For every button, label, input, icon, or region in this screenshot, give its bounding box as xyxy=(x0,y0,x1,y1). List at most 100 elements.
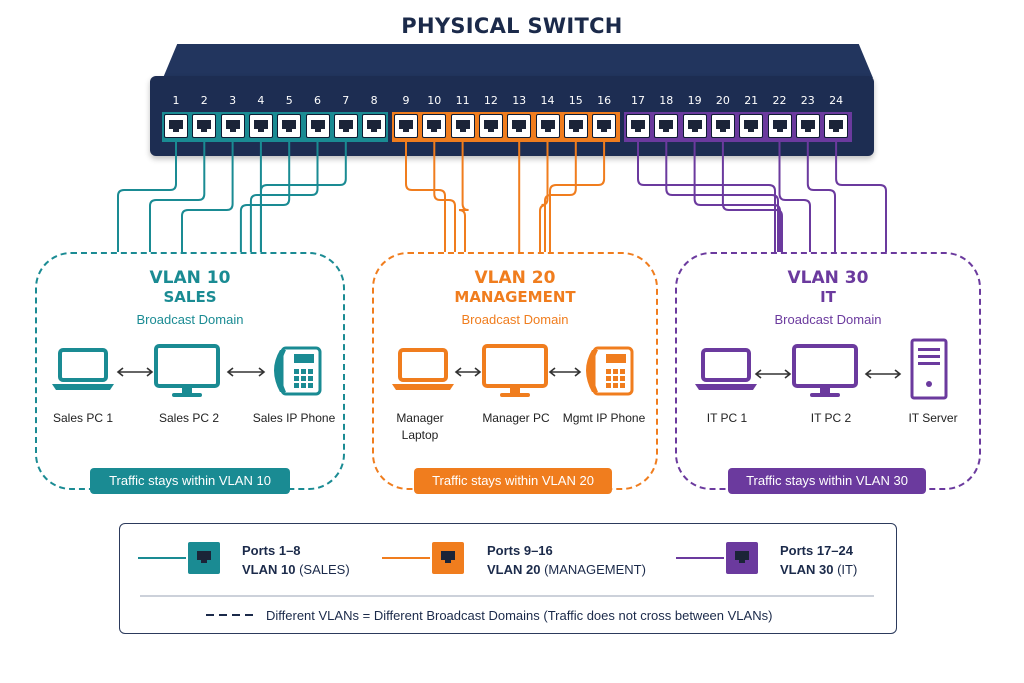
laptop-base xyxy=(392,384,454,390)
port-number: 17 xyxy=(631,94,645,107)
double-arrow-icon xyxy=(548,367,582,377)
legend-ports: Ports 1–8 xyxy=(242,543,301,558)
phone-key xyxy=(308,383,313,388)
cable-line xyxy=(721,142,783,252)
legend-item-management: Ports 9–16 VLAN 20 (MANAGEMENT) xyxy=(487,541,646,579)
port-number: 14 xyxy=(540,94,555,107)
server-slot xyxy=(918,355,940,358)
switch-top-panel xyxy=(163,44,873,78)
double-arrow-icon xyxy=(864,369,902,379)
server-led xyxy=(926,381,932,387)
cable-line xyxy=(539,142,549,252)
legend-desc: (IT) xyxy=(837,562,858,577)
vlan-30-banner: Traffic stays within VLAN 30 xyxy=(728,468,926,494)
ethernet-port-icon xyxy=(192,114,217,138)
double-arrow-icon xyxy=(116,367,154,377)
phone-display xyxy=(294,354,314,363)
cable-line xyxy=(835,142,887,252)
monitor-stand xyxy=(182,386,192,394)
ethernet-port-icon xyxy=(654,114,679,138)
legend-item-it: Ports 17–24 VLAN 30 (IT) xyxy=(780,541,857,579)
ethernet-port-icon xyxy=(592,114,617,138)
vlan-10-id: VLAN 10 xyxy=(149,268,231,288)
legend-desc: (SALES) xyxy=(299,562,350,577)
ethernet-port-icon xyxy=(305,114,330,138)
device-label: Manager PC xyxy=(482,411,550,425)
laptop-icon xyxy=(701,348,751,382)
phone-key xyxy=(620,369,625,374)
phone-key xyxy=(613,383,618,388)
port-number: 3 xyxy=(229,94,237,107)
ethernet-port-icon xyxy=(563,114,588,138)
ethernet-port-icon xyxy=(710,114,735,138)
device-label: IT Server xyxy=(908,411,958,425)
legend-port-jack xyxy=(735,551,749,560)
cable-line xyxy=(458,142,469,252)
cable-line xyxy=(117,142,177,252)
cable-line xyxy=(239,142,291,252)
legend-footer: Different VLANs = Different Broadcast Do… xyxy=(266,606,772,625)
vlan-30-domain-label: Broadcast Domain xyxy=(774,312,882,327)
phone-key xyxy=(606,376,611,381)
server-slot xyxy=(918,348,940,351)
ethernet-port-icon xyxy=(422,114,447,138)
port-number: 15 xyxy=(568,94,583,107)
legend-desc: (MANAGEMENT) xyxy=(544,562,646,577)
cable-line xyxy=(249,142,319,252)
phone-key xyxy=(613,369,618,374)
monitor-stand xyxy=(820,386,830,394)
phone-handset xyxy=(586,350,598,392)
port-number: 10 xyxy=(427,94,442,107)
vlan-30-name: IT xyxy=(820,288,836,306)
cable-line xyxy=(693,142,781,252)
legend-port-jack xyxy=(445,559,451,563)
phone-handset xyxy=(274,350,286,392)
phone-key xyxy=(308,369,313,374)
vlan-10-name: SALES xyxy=(163,288,217,306)
port-number: 24 xyxy=(829,94,844,107)
ethernet-port-icon xyxy=(507,114,532,138)
vlan-20-banner: Traffic stays within VLAN 20 xyxy=(414,468,612,494)
cable-line xyxy=(433,142,456,252)
port-number: 8 xyxy=(370,94,378,107)
port-number: 13 xyxy=(512,94,527,107)
ethernet-port-icon xyxy=(739,114,764,138)
ethernet-port-icon xyxy=(795,114,820,138)
ethernet-port-icon xyxy=(164,114,188,138)
ethernet-port-icon xyxy=(220,114,245,138)
server-icon xyxy=(910,338,948,400)
legend-vlan: VLAN 10 xyxy=(242,562,296,577)
phone-display xyxy=(606,354,626,363)
ethernet-port-icon xyxy=(535,114,560,138)
cable-line xyxy=(405,142,446,252)
laptop-base xyxy=(52,384,114,390)
port-number: 5 xyxy=(285,94,293,107)
cable-line xyxy=(544,142,577,252)
port-number: 4 xyxy=(257,94,265,107)
device-label: Sales PC 1 xyxy=(52,411,114,425)
laptop-icon xyxy=(398,348,448,382)
port-number: 1 xyxy=(172,94,180,107)
server-slot xyxy=(918,362,940,365)
ethernet-port-icon xyxy=(450,114,475,138)
port-number: 7 xyxy=(342,94,350,107)
ethernet-port-icon xyxy=(824,114,849,138)
cable-line xyxy=(806,142,836,252)
legend-box xyxy=(119,523,897,634)
port-number: 22 xyxy=(772,94,787,107)
device-label: IT PC 2 xyxy=(810,411,852,425)
legend-footer-text: Different Broadcast Domains (Traffic doe… xyxy=(373,608,773,623)
phone-key xyxy=(308,376,313,381)
cable-line xyxy=(149,142,206,252)
laptop-icon xyxy=(58,348,108,382)
phone-key xyxy=(294,376,299,381)
port-number: 9 xyxy=(402,94,410,107)
legend-footer-key: Different VLANs xyxy=(266,608,359,623)
ethernet-port-icon xyxy=(248,114,273,138)
monitor-base xyxy=(172,393,202,397)
vlan-20-id: VLAN 20 xyxy=(474,268,556,288)
legend-item-sales: Ports 1–8 VLAN 10 (SALES) xyxy=(242,541,350,579)
device-label: IT PC 1 xyxy=(706,411,748,425)
